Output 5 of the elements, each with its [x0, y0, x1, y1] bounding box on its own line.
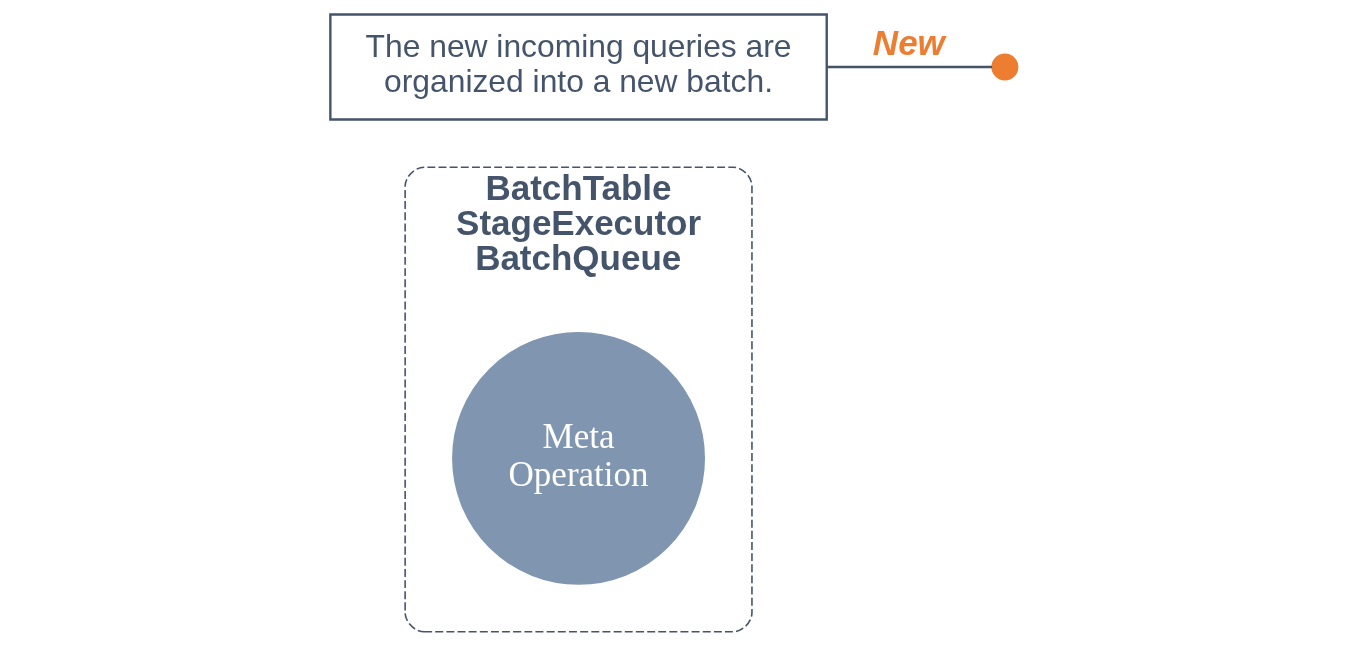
node-box: The new incoming queries are organized into a new batch.: [328, 13, 828, 121]
edge-label: New: [872, 23, 945, 63]
node-circle: Meta Operation: [451, 331, 705, 585]
connector: [826, 65, 992, 69]
node-circle: [990, 53, 1018, 81]
